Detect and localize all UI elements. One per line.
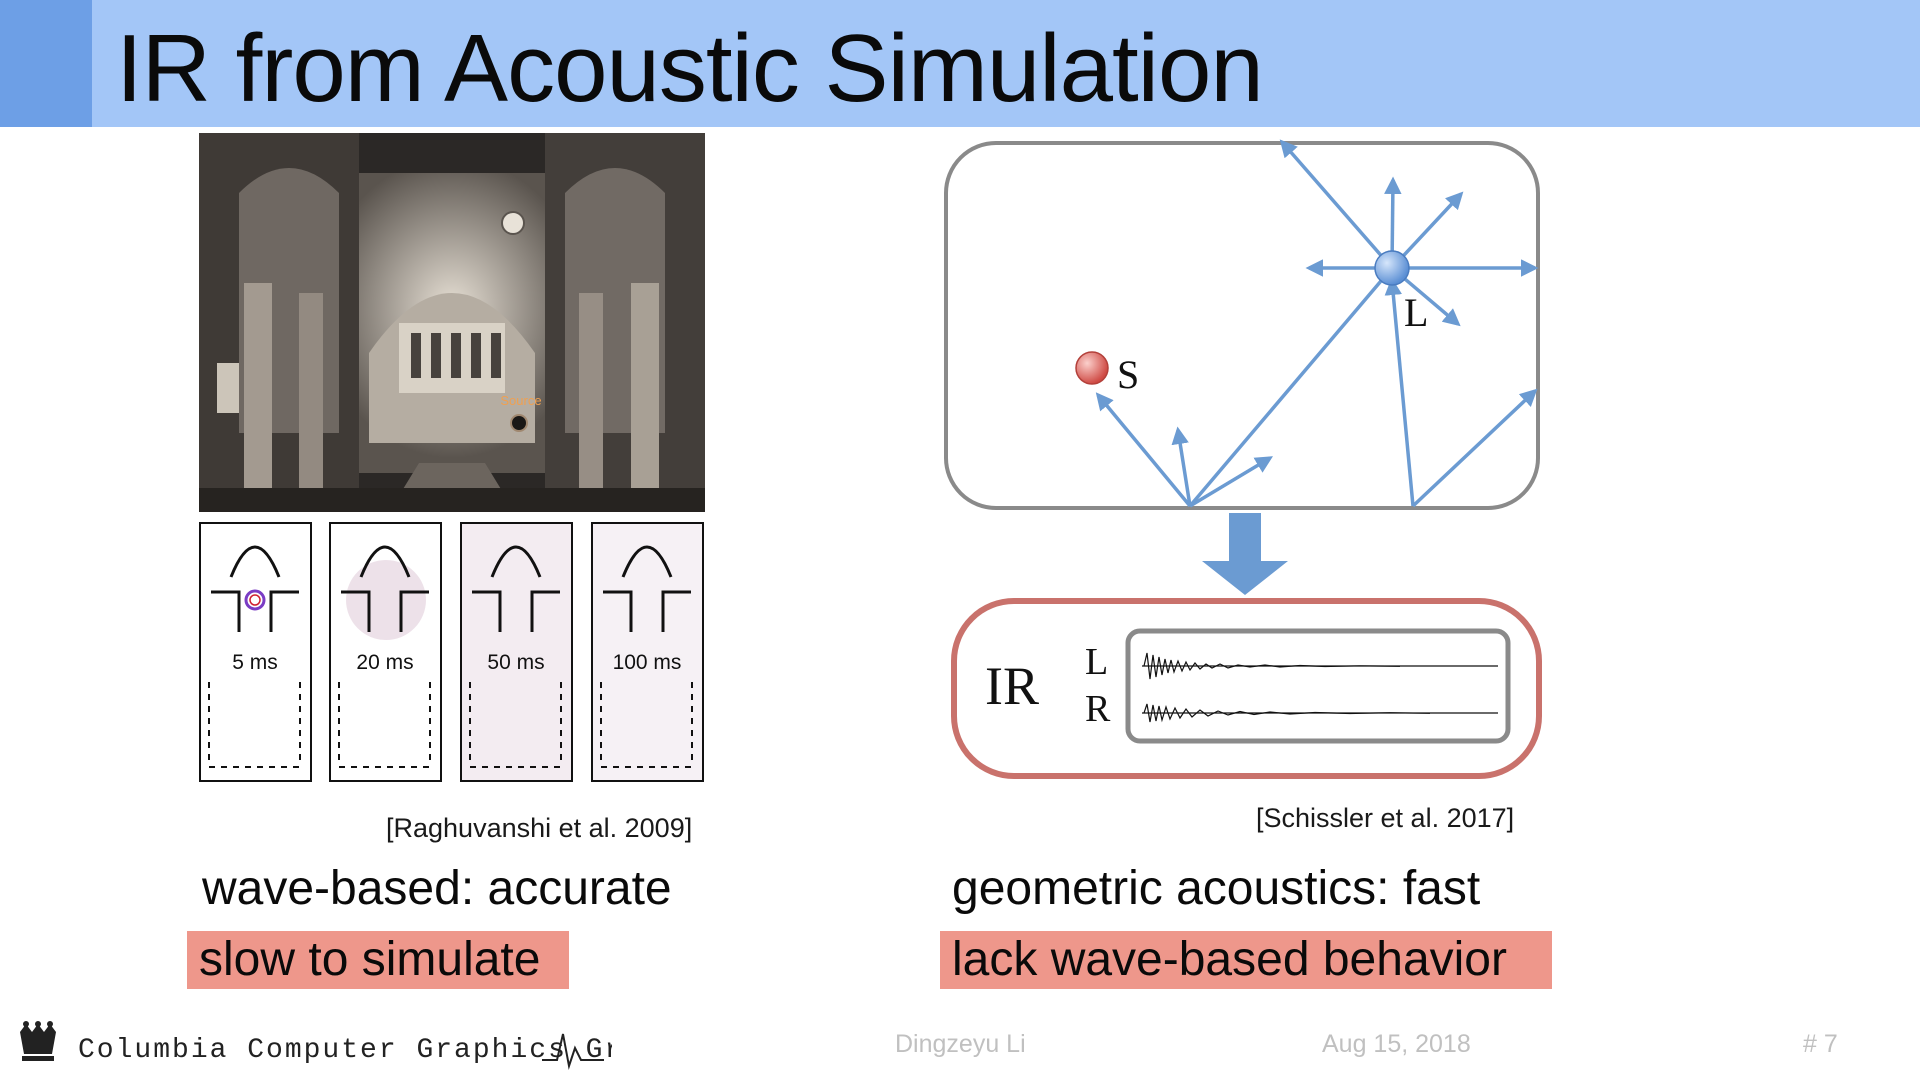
columbia-graphics-logo: Columbia Computer Graphics Group [20, 1021, 612, 1070]
title-bar-accent [0, 0, 92, 127]
floorplan-time-label: 20 ms [356, 651, 413, 674]
waveform-box [1125, 628, 1511, 744]
source-s-label: S [1117, 352, 1139, 397]
listener-sphere [1374, 250, 1410, 286]
source-sphere [1075, 351, 1109, 385]
source-label: Source [500, 393, 541, 408]
citation-schissler: [Schissler et al. 2017] [1256, 803, 1515, 833]
floorplan-time-label: 50 ms [487, 651, 544, 674]
pulse-line-icon [542, 1033, 604, 1070]
geometric-acoustics-caption: geometric acoustics: fast [952, 862, 1481, 915]
lack-wave-behavior-highlight: lack wave-based behavior [940, 931, 1552, 989]
logo-text: Columbia Computer Graphics Group [78, 1035, 612, 1066]
crown-icon [20, 1021, 56, 1061]
floorplan-time-label: 5 ms [232, 651, 278, 674]
wave-based-caption: wave-based: accurate [202, 862, 672, 915]
down-arrow [1202, 513, 1288, 595]
floorplan-20ms: 20 ms [329, 522, 442, 782]
citation-raghuvanshi: [Raghuvanshi et al. 2009] [386, 813, 693, 843]
channel-right-label: R [1085, 688, 1111, 730]
floorplan-50ms: 50 ms [460, 522, 573, 782]
geometric-acoustics-diagram: S L IR L R [944, 139, 1542, 779]
waveform-left [1142, 652, 1498, 680]
listener-l-label: L [1404, 290, 1428, 335]
floorplan-5ms: 5 ms [199, 522, 312, 782]
channel-left-label: L [1085, 641, 1108, 683]
slide-title: IR from Acoustic Simulation [116, 15, 1264, 122]
presentation-date: Aug 15, 2018 [1322, 1030, 1471, 1058]
room-outline [944, 141, 1540, 510]
cathedral-render-image: Source [199, 133, 705, 512]
wave-simulation-floorplans: 5 ms 20 ms 50 ms 100 ms [199, 522, 704, 782]
floorplan-100ms: 100 ms [591, 522, 704, 782]
title-bar [0, 0, 1920, 127]
page-number: # 7 [1803, 1030, 1838, 1058]
ir-label: IR [985, 656, 1039, 716]
floorplan-time-label: 100 ms [613, 651, 682, 674]
waveform-right [1142, 703, 1498, 723]
slow-to-simulate-highlight: slow to simulate [187, 931, 569, 989]
author-name: Dingzeyu Li [895, 1030, 1026, 1058]
